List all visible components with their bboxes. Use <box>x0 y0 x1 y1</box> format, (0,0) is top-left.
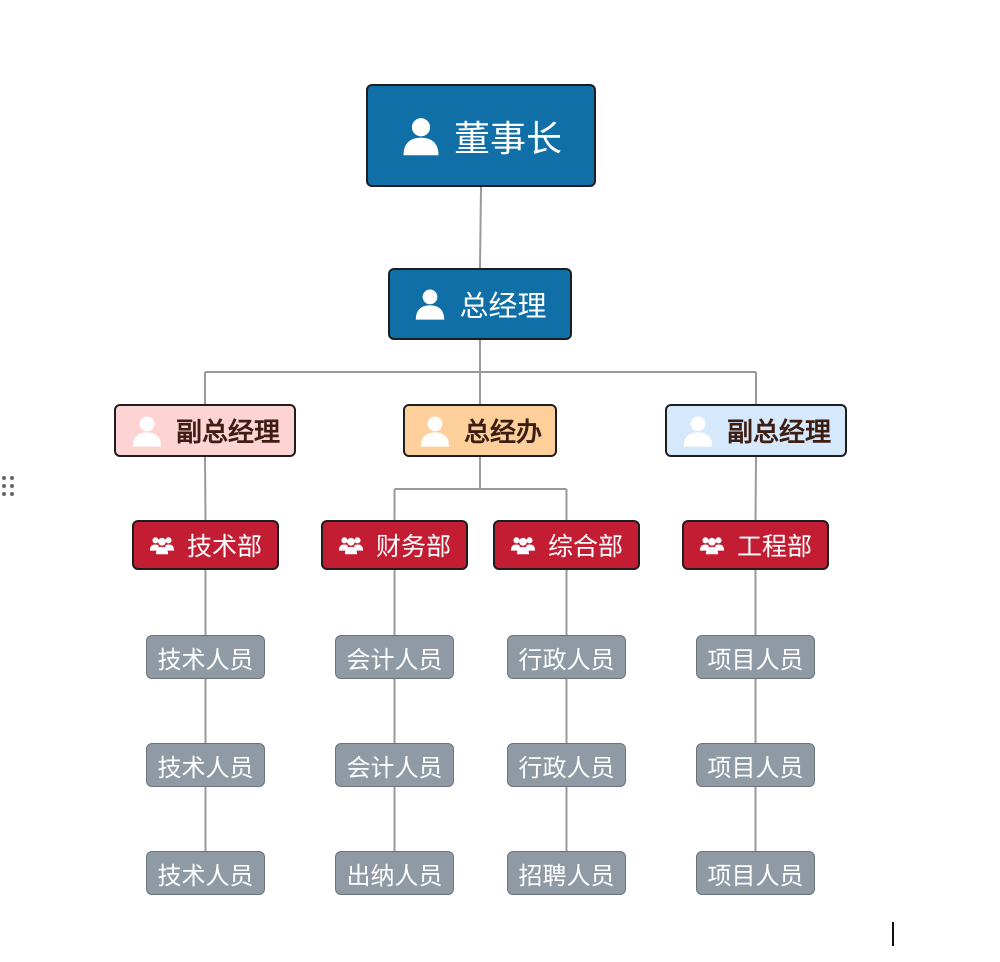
org-node-chairman[interactable]: 董事长 <box>366 84 596 187</box>
org-node-label: 项目人员 <box>707 861 804 890</box>
connector-line <box>754 456 757 521</box>
org-node-label: 总经办 <box>463 418 542 448</box>
org-node-t2[interactable]: 技术人员 <box>146 743 265 787</box>
org-node-engineering[interactable]: 工程部 <box>682 520 829 570</box>
org-node-label: 项目人员 <box>707 645 804 674</box>
org-node-label: 总经理 <box>459 289 547 323</box>
org-node-f3[interactable]: 出纳人员 <box>335 851 454 895</box>
org-node-label: 综合部 <box>547 532 623 561</box>
org-node-label: 副总经理 <box>726 418 831 448</box>
org-node-vp1[interactable]: 副总经理 <box>114 404 296 457</box>
org-node-general[interactable]: 综合部 <box>493 520 640 570</box>
text-cursor <box>892 922 894 946</box>
person-icon <box>413 287 447 321</box>
org-node-tech[interactable]: 技术部 <box>132 520 279 570</box>
org-node-label: 工程部 <box>736 532 812 561</box>
person-icon <box>130 414 164 448</box>
org-node-e1[interactable]: 项目人员 <box>696 635 815 679</box>
org-node-finance[interactable]: 财务部 <box>321 520 468 570</box>
org-node-t1[interactable]: 技术人员 <box>146 635 265 679</box>
org-node-label: 行政人员 <box>518 645 615 674</box>
person-icon <box>418 414 452 448</box>
org-node-label: 招聘人员 <box>518 861 615 890</box>
org-node-office[interactable]: 总经办 <box>403 404 557 457</box>
org-node-label: 技术人员 <box>157 753 254 782</box>
org-node-label: 董事长 <box>453 118 562 160</box>
drag-handle-icon[interactable] <box>0 474 18 502</box>
org-node-t3[interactable]: 技术人员 <box>146 851 265 895</box>
person-icon <box>681 414 715 448</box>
org-node-label: 财务部 <box>375 532 451 561</box>
group-icon <box>149 532 175 558</box>
org-node-label: 技术人员 <box>157 861 254 890</box>
org-node-g3[interactable]: 招聘人员 <box>507 851 626 895</box>
person-icon <box>400 115 442 157</box>
org-node-f1[interactable]: 会计人员 <box>335 635 454 679</box>
org-node-label: 项目人员 <box>707 753 804 782</box>
org-node-label: 技术部 <box>186 532 262 561</box>
org-node-gm[interactable]: 总经理 <box>388 268 572 340</box>
org-node-label: 出纳人员 <box>346 861 443 890</box>
org-node-f2[interactable]: 会计人员 <box>335 743 454 787</box>
org-node-label: 技术人员 <box>157 645 254 674</box>
org-node-e2[interactable]: 项目人员 <box>696 743 815 787</box>
org-node-label: 副总经理 <box>175 418 280 448</box>
group-icon <box>338 532 364 558</box>
org-node-e3[interactable]: 项目人员 <box>696 851 815 895</box>
org-node-label: 行政人员 <box>518 753 615 782</box>
group-icon <box>510 532 536 558</box>
org-node-label: 会计人员 <box>346 645 443 674</box>
org-node-label: 会计人员 <box>346 753 443 782</box>
group-icon <box>699 532 725 558</box>
connector-line <box>204 456 207 521</box>
connector-line <box>479 186 482 269</box>
org-node-g1[interactable]: 行政人员 <box>507 635 626 679</box>
org-node-vp2[interactable]: 副总经理 <box>665 404 847 457</box>
org-node-g2[interactable]: 行政人员 <box>507 743 626 787</box>
